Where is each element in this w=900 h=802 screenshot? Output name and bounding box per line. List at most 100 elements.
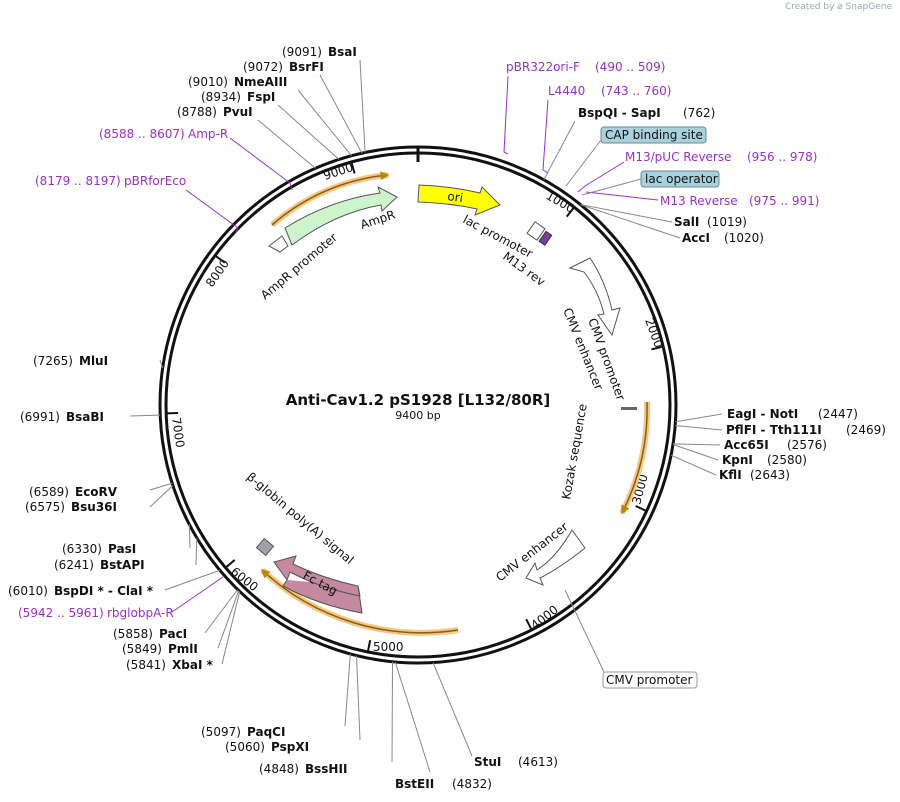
enzyme-site-xbai[interactable]: (5841) XbaI * <box>126 658 214 672</box>
primer-l4440[interactable]: L4440 (743 .. 760) <box>548 84 671 98</box>
enzyme-name: EcoRV <box>75 485 118 499</box>
enzyme-name: XbaI * <box>172 658 214 672</box>
tick-mark <box>224 559 236 569</box>
enzyme-site-bsteii[interactable]: BstEII (4832) <box>395 777 492 791</box>
enzyme-site-kpni[interactable]: KpnI (2580) <box>722 453 807 467</box>
primer-range: (490 .. 509) <box>595 60 665 74</box>
enzyme-site-bstapi[interactable]: (6241) BstAPI <box>54 558 145 572</box>
cap-binding-site-box[interactable]: CAP binding site <box>600 126 707 144</box>
primer-range: (8588 .. 8607) <box>99 127 185 141</box>
enzyme-site-kfli[interactable]: KflI (2643) <box>719 468 790 482</box>
primer-range: (743 .. 760) <box>601 84 671 98</box>
enzyme-leader-line <box>673 443 721 446</box>
primer-rbglobpa-r[interactable]: (5942 .. 5961) rbglobpA-R <box>18 606 174 620</box>
enzyme-leader-line <box>391 661 394 763</box>
enzyme-name: BssHII <box>305 762 347 776</box>
tick-mark <box>651 345 664 351</box>
enzyme-leader-line <box>394 661 431 773</box>
primer-name: pBRforEco <box>124 174 186 188</box>
enzyme-site-bspqi-sapi[interactable]: BspQI - SapI (762) <box>578 106 715 120</box>
cmv-enhancer-1-feature <box>568 257 621 337</box>
enzyme-site-sali[interactable]: SalI (1019) <box>674 215 747 229</box>
enzyme-leader-line <box>277 104 340 160</box>
enzyme-pos: (2576) <box>787 438 827 452</box>
enzyme-name: PspXI <box>271 740 309 754</box>
enzyme-site-fspi[interactable]: (8934) FspI <box>201 90 275 104</box>
enzyme-pos: (9072) <box>243 60 283 74</box>
enzyme-leader-line <box>580 204 681 239</box>
enzyme-site-bsabi[interactable]: (6991) BsaBI <box>20 410 104 424</box>
tick-label-8000: 8000 <box>203 257 232 290</box>
enzyme-site-bsshii[interactable]: (4848) BssHII <box>259 762 347 776</box>
enzyme-site-mlui[interactable]: (7265) MluI <box>33 354 108 368</box>
enzyme-leader-line <box>670 454 717 476</box>
orf-arc-ampr-core <box>271 171 390 226</box>
enzyme-site-pmli[interactable]: (5849) PmlI <box>122 642 198 656</box>
enzyme-leader-line <box>344 653 351 727</box>
enzyme-pos: (5097) <box>201 725 241 739</box>
primer-name: L4440 <box>548 84 585 98</box>
bglobin-polya-feature <box>255 537 275 557</box>
enzyme-site-pvui[interactable]: (8788) PvuI <box>177 105 253 119</box>
lac-operator-box[interactable]: lac operator <box>640 170 720 188</box>
enzyme-site-pflfi-tth111i[interactable]: PflFI - Tth111I (2469) <box>726 423 886 437</box>
snapgene-watermark: Created by ⌀ SnapGene <box>785 2 892 12</box>
enzyme-pos: (6589) <box>29 485 69 499</box>
tick-mark <box>214 254 226 264</box>
m13-rev-feature <box>538 230 553 246</box>
enzyme-site-bsai[interactable]: (9091) BsaI <box>282 45 357 59</box>
enzyme-leader-line <box>188 524 191 549</box>
enzyme-site-paqci[interactable]: (5097) PaqCI <box>201 725 285 739</box>
enzyme-site-pasi[interactable]: (6330) PasI <box>62 542 136 556</box>
enzyme-site-paci[interactable]: (5858) PacI <box>113 627 187 641</box>
enzyme-leader-line <box>164 569 221 591</box>
enzyme-name: PasI <box>108 542 136 556</box>
primer-pbrforeco[interactable]: (8179 .. 8197) pBRforEco <box>35 174 186 188</box>
enzyme-leader-line <box>356 655 361 741</box>
tick-mark <box>525 618 533 631</box>
enzyme-pos: (7265) <box>33 354 73 368</box>
enzyme-site-eagi-noti[interactable]: EagI - NotI (2447) <box>727 407 858 421</box>
enzyme-site-bsu36i[interactable]: (6575) Bsu36I <box>25 500 117 514</box>
primer-m13-puc-reverse[interactable]: M13/pUC Reverse (956 .. 978) <box>625 150 817 164</box>
enzyme-name: BsrFI <box>289 60 324 74</box>
enzyme-site-stui[interactable]: StuI (4613) <box>474 755 558 769</box>
enzyme-name: SalI <box>674 215 699 229</box>
enzyme-site-nmeaiii[interactable]: (9010) NmeAIII <box>188 75 287 89</box>
enzyme-site-acci[interactable]: AccI (1020) <box>682 231 764 245</box>
enzyme-site-ecorv[interactable]: (6589) EcoRV <box>29 485 118 499</box>
enzyme-site-pspxi[interactable]: (5060) PspXI <box>225 740 309 754</box>
enzyme-name: PmlI <box>168 642 198 656</box>
tick-mark <box>350 161 356 174</box>
primer-m13-reverse[interactable]: M13 Reverse (975 .. 991) <box>660 194 819 208</box>
lac-promoter-label: lac promoter <box>461 212 535 260</box>
enzyme-name: KpnI <box>722 453 753 467</box>
primer-pbr322ori-f[interactable]: pBR322ori-F (490 .. 509) <box>506 60 665 74</box>
enzyme-leader-line <box>675 413 723 423</box>
plasmid-title: Anti-Cav1.2 pS1928 [L132/80R] <box>286 391 551 409</box>
enzyme-leader-line <box>543 120 576 180</box>
enzyme-site-bspdi-clai[interactable]: (6010) BspDI * - ClaI * <box>8 584 154 598</box>
enzyme-site-acc65i[interactable]: Acc65I (2576) <box>724 438 827 452</box>
enzyme-name: MluI <box>79 354 108 368</box>
tick-label-1000: 1000 <box>544 188 577 215</box>
enzyme-name: BsaI <box>328 45 357 59</box>
tick-marks <box>166 161 664 653</box>
enzyme-site-bsrfi[interactable]: (9072) BsrFI <box>243 60 324 74</box>
primer-amp-r[interactable]: (8588 .. 8607) Amp-R <box>99 127 228 141</box>
cap-box-leader <box>565 139 602 187</box>
enzyme-pos: (6241) <box>54 558 94 572</box>
primer-leader-lines <box>171 75 659 613</box>
kozak-feature <box>621 407 637 410</box>
enzyme-pos: (1020) <box>724 231 764 245</box>
tick-label-7000: 7000 <box>169 416 187 448</box>
lac-box-leader <box>581 178 642 196</box>
enzyme-name: NmeAIII <box>234 75 287 89</box>
cmv-promoter-box[interactable]: CMV promoter <box>602 671 698 689</box>
enzyme-leader-line <box>149 482 173 491</box>
primer-range: (8179 .. 8197) <box>35 174 121 188</box>
primer-name: pBR322ori-F <box>506 60 580 74</box>
enzyme-pos: (6330) <box>62 542 102 556</box>
enzyme-leader-line <box>129 414 161 417</box>
